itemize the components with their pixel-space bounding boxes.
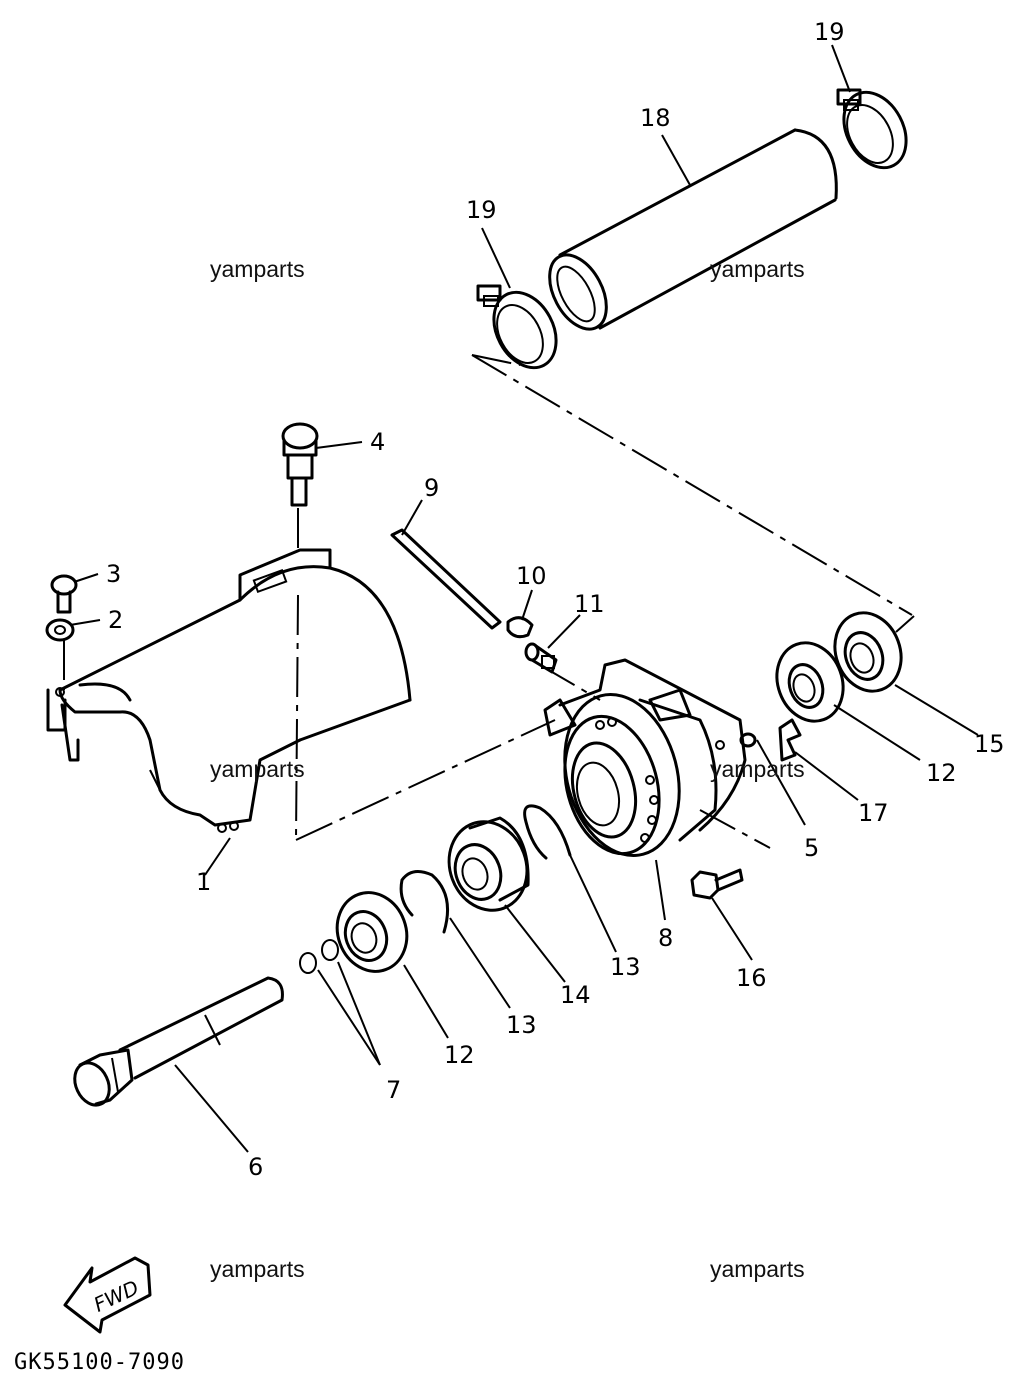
hose-clamp-part-19-lower (476, 284, 558, 370)
hose-clamp-part-19-upper (836, 88, 908, 170)
hook-plate-part-17 (778, 718, 802, 762)
callout-19-upper: 19 (814, 18, 845, 46)
fwd-label: FWD (90, 1275, 142, 1316)
pin-part-9 (390, 528, 502, 630)
oil-seal-part-15 (833, 611, 903, 693)
circlip-part-13-lower (399, 869, 450, 934)
fwd-arrow-icon: FWD (63, 1256, 152, 1334)
o-ring-part-7 (299, 939, 339, 974)
shaft-part-6 (73, 976, 284, 1107)
callout-7: 7 (386, 1076, 401, 1104)
clip-part-10 (506, 616, 534, 639)
watermark-text: yamparts (710, 256, 805, 282)
callout-3: 3 (106, 560, 121, 588)
watermark-text: yamparts (210, 256, 305, 282)
hose-part-18 (548, 128, 838, 331)
watermark-text: yamparts (710, 1256, 805, 1282)
washer-part-2 (45, 618, 75, 642)
callout-1: 1 (196, 868, 211, 896)
housing-part-8 (543, 658, 747, 857)
watermark-text: yamparts (710, 756, 805, 782)
callout-2: 2 (108, 606, 123, 634)
cover-part-1 (46, 548, 412, 833)
pin-part-5 (739, 732, 757, 748)
bearing-part-12-upper (775, 641, 845, 723)
callout-numbers: 1 2 3 4 5 6 7 8 9 10 11 12 12 13 13 14 1… (106, 18, 1005, 1181)
knob-screw-part-4 (281, 422, 319, 507)
callout-8: 8 (658, 924, 673, 952)
callout-4: 4 (370, 428, 385, 456)
watermark-text: yamparts (210, 1256, 305, 1282)
watermark-text: yamparts (210, 756, 305, 782)
callout-15: 15 (974, 730, 1005, 758)
callout-12-upper: 12 (926, 759, 957, 787)
diagram-code: GK55100-7090 (14, 1350, 185, 1375)
bearing-part-12-lower (335, 891, 409, 973)
bearing-part-14 (447, 816, 530, 912)
callout-13-upper: 13 (610, 953, 641, 981)
callout-12-lower: 12 (444, 1041, 475, 1069)
callout-18: 18 (640, 104, 671, 132)
callout-14: 14 (560, 981, 591, 1009)
callout-6: 6 (248, 1153, 263, 1181)
callout-19-lower: 19 (466, 196, 497, 224)
callout-10: 10 (516, 562, 547, 590)
circlip-part-13-upper (523, 804, 572, 860)
nipple-part-11 (524, 642, 558, 674)
callout-16: 16 (736, 964, 767, 992)
bolt-part-3 (50, 574, 78, 614)
callout-5: 5 (804, 834, 819, 862)
callout-11: 11 (574, 590, 605, 618)
bolt-part-16 (690, 868, 744, 900)
callout-17: 17 (858, 799, 889, 827)
callout-13-lower: 13 (506, 1011, 537, 1039)
callout-9: 9 (424, 474, 439, 502)
leader-lines (69, 44, 979, 1153)
